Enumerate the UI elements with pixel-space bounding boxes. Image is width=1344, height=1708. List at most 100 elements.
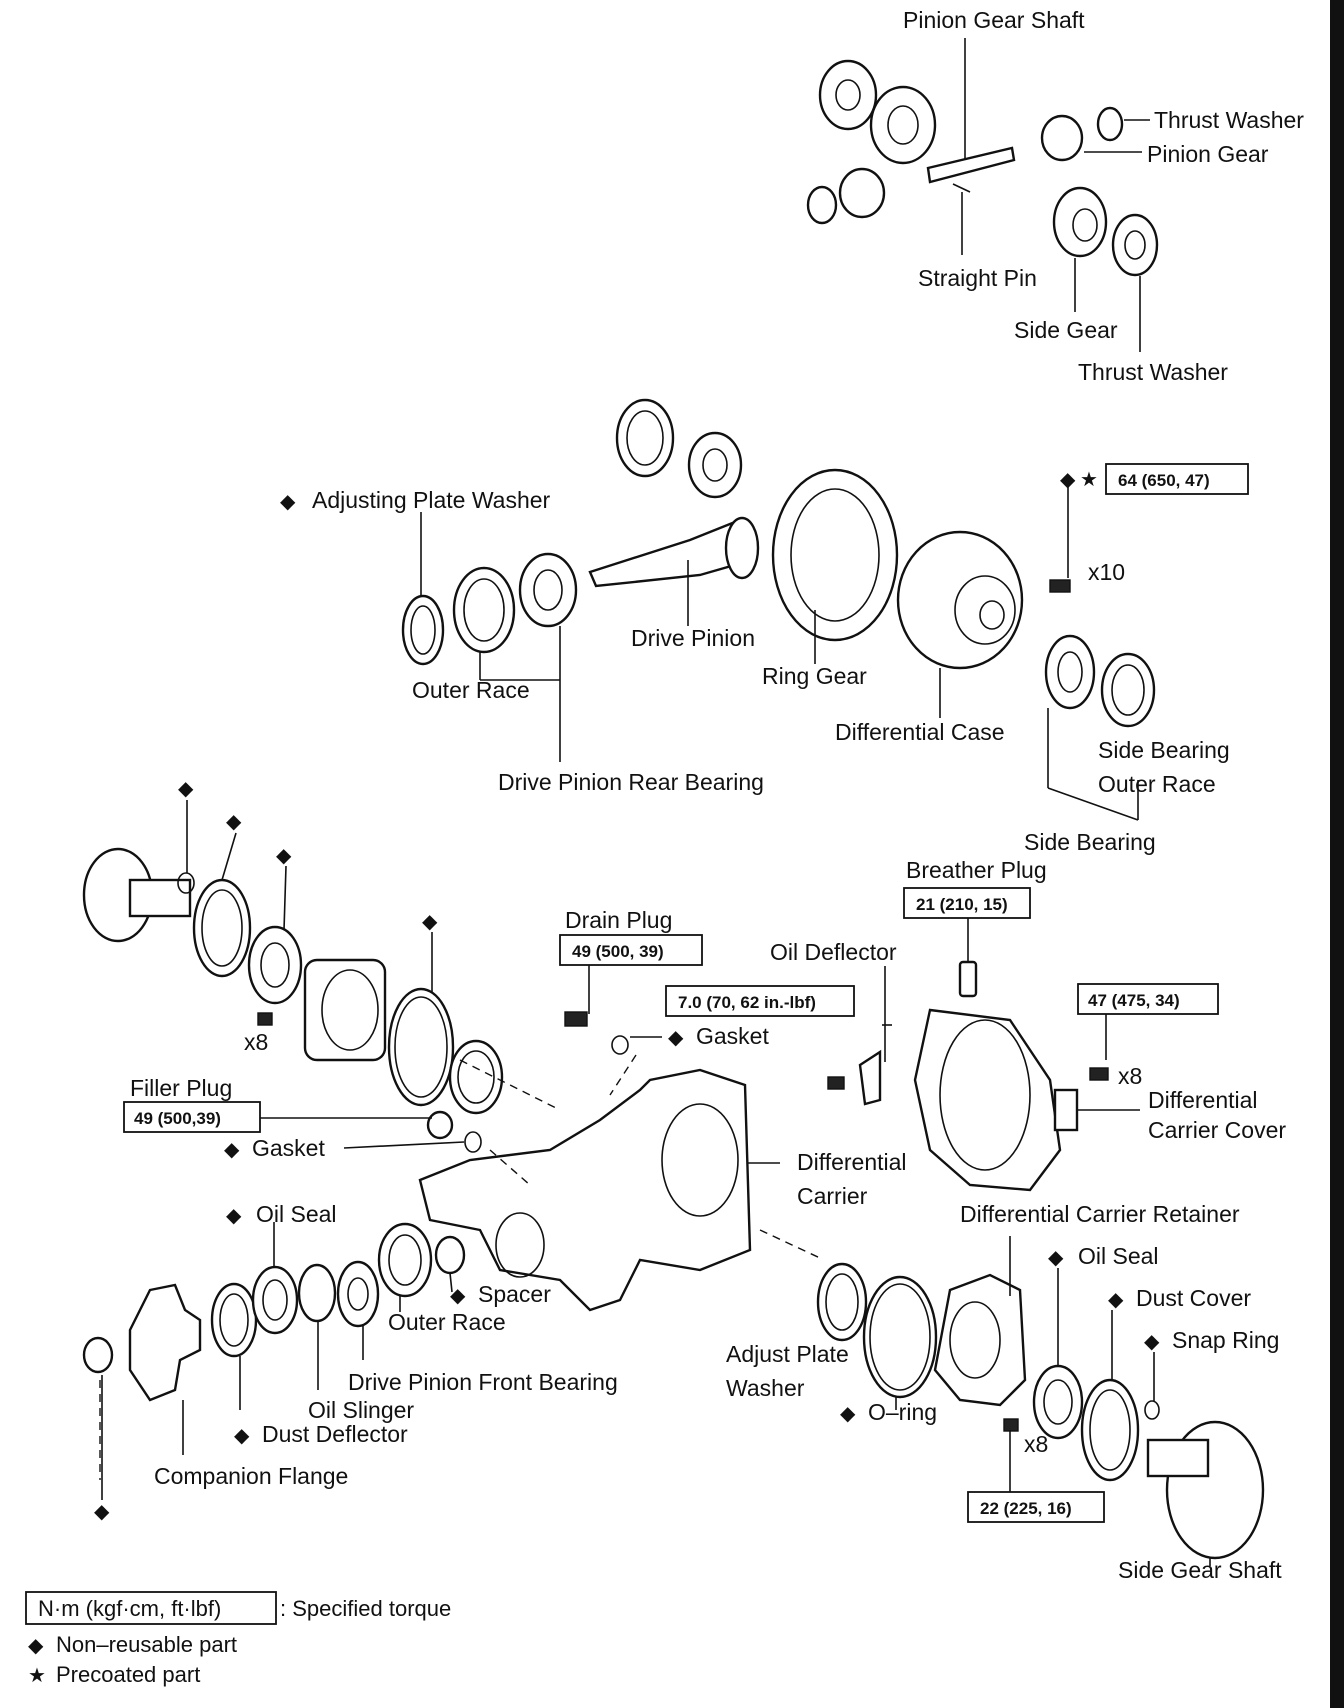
label-oil-deflector: Oil Deflector bbox=[770, 939, 897, 965]
label-pinion-gear-shaft: Pinion Gear Shaft bbox=[903, 7, 1085, 33]
oil-deflector-part bbox=[858, 1049, 882, 1106]
torque-box-drain-plug bbox=[559, 934, 703, 966]
star-icon: ★ bbox=[1080, 467, 1098, 491]
thrust-washer-small-left-part bbox=[806, 185, 838, 225]
diamond-icon: ◆ bbox=[840, 1401, 856, 1425]
outer-race-top-left-part bbox=[615, 398, 675, 478]
diamond-icon: ◆ bbox=[668, 1025, 684, 1049]
retainer-group: Differential Carrier Retainer ◆ Oil Seal… bbox=[726, 1201, 1282, 1583]
torque-box-retainer-bolt bbox=[967, 1491, 1105, 1523]
straight-pin-part bbox=[952, 183, 971, 193]
legend-torque-box bbox=[25, 1591, 277, 1625]
torque-box-oil-deflector bbox=[665, 985, 855, 1017]
diamond-icon: ◆ bbox=[1048, 1245, 1064, 1269]
side-bearing-part bbox=[1044, 634, 1096, 710]
legend-torque-text: : Specified torque bbox=[280, 1596, 451, 1621]
label-pinion-gear: Pinion Gear bbox=[1147, 141, 1269, 167]
label-x8-left: x8 bbox=[244, 1029, 268, 1055]
side-gear-left-part bbox=[869, 85, 937, 165]
legend-torque-unit: N·m (kgf·cm, ft·lbf) bbox=[38, 1596, 221, 1621]
gasket-drain-part bbox=[611, 1035, 629, 1055]
snap-ring-left-part bbox=[177, 872, 195, 894]
label-side-bearing-outer-race-1: Side Bearing bbox=[1098, 737, 1230, 763]
label-snap-ring: Snap Ring bbox=[1172, 1327, 1279, 1353]
filler-plug-part bbox=[426, 1110, 454, 1140]
torque-retainer-bolt: 22 (225, 16) bbox=[980, 1499, 1072, 1518]
label-outer-race-top: Outer Race bbox=[412, 677, 530, 703]
torque-box-cover-bolt bbox=[1077, 983, 1219, 1015]
label-dust-deflector: Dust Deflector bbox=[262, 1421, 408, 1447]
label-thrust-washer-top: Thrust Washer bbox=[1154, 107, 1304, 133]
breather-plug-part bbox=[958, 960, 978, 998]
star-icon: ★ bbox=[28, 1663, 46, 1687]
label-differential-carrier-cover-1: Differential bbox=[1148, 1087, 1258, 1113]
diamond-icon: ◆ bbox=[276, 843, 292, 867]
diamond-icon: ◆ bbox=[1060, 467, 1076, 491]
oil-deflector-bolt-part bbox=[827, 1076, 845, 1090]
torque-breather-plug: 21 (210, 15) bbox=[916, 895, 1008, 914]
label-side-bearing-outer-race-2: Outer Race bbox=[1098, 771, 1216, 797]
torque-oil-deflector: 7.0 (70, 62 in.-lbf) bbox=[678, 993, 816, 1012]
diamond-icon: ◆ bbox=[178, 776, 194, 800]
label-straight-pin: Straight Pin bbox=[918, 265, 1037, 291]
gasket-filler-part bbox=[464, 1131, 482, 1153]
o-ring-part bbox=[862, 1275, 938, 1399]
snap-ring-part bbox=[1144, 1400, 1160, 1420]
retainer-bolt-part bbox=[1003, 1418, 1019, 1432]
label-differential-carrier-retainer: Differential Carrier Retainer bbox=[960, 1201, 1240, 1227]
drain-plug-part bbox=[564, 1011, 588, 1027]
outer-race-part bbox=[452, 566, 516, 654]
right-edge-bar bbox=[1330, 0, 1344, 1708]
torque-box-case-bolt bbox=[1105, 463, 1249, 495]
companion-flange-part bbox=[128, 1283, 202, 1402]
torque-cover-bolt: 47 (475, 34) bbox=[1088, 991, 1180, 1010]
label-drive-pinion: Drive Pinion bbox=[631, 625, 755, 651]
label-filler-plug: Filler Plug bbox=[130, 1075, 232, 1101]
diamond-icon: ◆ bbox=[1108, 1287, 1124, 1311]
label-dust-cover: Dust Cover bbox=[1136, 1285, 1251, 1311]
label-differential-carrier-2: Carrier bbox=[797, 1183, 868, 1209]
differential-internals-group: Pinion Gear Shaft Thrust Washer Pinion G… bbox=[806, 7, 1304, 385]
label-thrust-washer-bottom: Thrust Washer bbox=[1078, 359, 1228, 385]
adjusting-plate-washer-part bbox=[401, 594, 445, 666]
differential-case-part bbox=[896, 530, 1024, 670]
pinion-gear-left-part bbox=[838, 167, 886, 219]
bearing-top-part bbox=[687, 431, 743, 499]
thrust-washer-left-part bbox=[818, 59, 878, 131]
carrier-group: ◆ ◆ ◆ ◆ x8 Drain Plug 49 (500, 39) 7.0 (… bbox=[82, 776, 907, 1480]
differential-carrier-retainer-part bbox=[933, 1273, 1027, 1407]
cover-bolt-part bbox=[1089, 1067, 1109, 1081]
label-o-ring: O–ring bbox=[868, 1399, 937, 1425]
retainer-bolt-left-part bbox=[257, 1012, 273, 1026]
legend-precoated-text: Precoated part bbox=[56, 1662, 200, 1687]
label-adjusting-plate-washer: Adjusting Plate Washer bbox=[312, 487, 551, 513]
pinion-gear-part bbox=[1040, 114, 1084, 162]
oil-slinger-part bbox=[297, 1263, 337, 1323]
case-bolt-part bbox=[1049, 579, 1071, 593]
label-ring-gear: Ring Gear bbox=[762, 663, 867, 689]
spacer-part bbox=[434, 1235, 466, 1275]
label-oil-slinger: Oil Slinger bbox=[308, 1397, 414, 1423]
torque-filler-plug: 49 (500,39) bbox=[134, 1109, 221, 1128]
label-x8-retainer: x8 bbox=[1024, 1431, 1048, 1457]
retainer-left-part bbox=[303, 958, 387, 1062]
drive-pinion-group: ◆ Adjusting Plate Washer Outer Race Driv… bbox=[280, 398, 1249, 855]
label-oil-seal-left: Oil Seal bbox=[256, 1201, 337, 1227]
side-bearing-outer-race-part bbox=[1100, 652, 1156, 728]
drive-pinion-front-bearing-part bbox=[336, 1260, 380, 1328]
label-x10: x10 bbox=[1088, 559, 1125, 585]
label-drain-plug: Drain Plug bbox=[565, 907, 672, 933]
label-adjust-plate-washer-1: Adjust Plate bbox=[726, 1341, 849, 1367]
label-differential-carrier-cover-2: Carrier Cover bbox=[1148, 1117, 1286, 1143]
torque-case-bolt: 64 (650, 47) bbox=[1118, 471, 1210, 490]
label-spacer: Spacer bbox=[478, 1281, 551, 1307]
label-side-bearing: Side Bearing bbox=[1024, 829, 1156, 855]
thrust-washer-top-part bbox=[1096, 106, 1124, 142]
diamond-icon: ◆ bbox=[234, 1423, 250, 1447]
label-companion-flange: Companion Flange bbox=[154, 1463, 348, 1489]
torque-box-filler-plug bbox=[123, 1101, 261, 1133]
label-differential-carrier-1: Differential bbox=[797, 1149, 907, 1175]
legend-nonreusable-text: Non–reusable part bbox=[56, 1632, 237, 1657]
pinion-gear-shaft-part bbox=[926, 146, 1016, 184]
companion-flange-group: ◆ Oil Seal ◆ Spacer Outer Race Drive Pin… bbox=[82, 1201, 618, 1523]
